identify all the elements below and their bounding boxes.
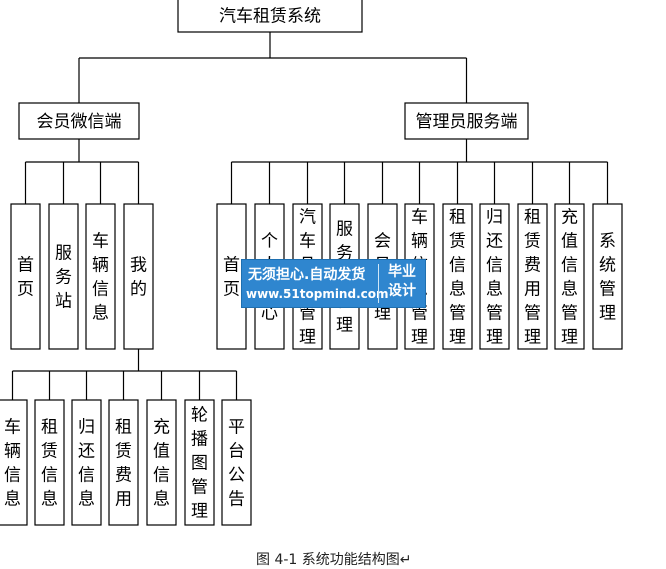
admin-item-9: 充值信息管理 xyxy=(554,203,585,350)
my-item-4: 充值信息 xyxy=(146,399,177,526)
my-item-4-box xyxy=(146,399,177,526)
member-item-1-box xyxy=(48,203,79,350)
admin-item-10: 系统管理 xyxy=(592,203,623,350)
member-branch-node-box xyxy=(18,102,140,140)
member-item-0: 首页 xyxy=(10,203,41,350)
watermark-slogan: 无须担心.自动发货 xyxy=(248,267,366,283)
my-item-3-box xyxy=(108,399,139,526)
admin-item-0-label: 首页 xyxy=(223,256,240,300)
admin-branch-node: 管理员服务端 xyxy=(404,102,529,140)
my-item-0-label: 车辆信息 xyxy=(4,418,21,510)
my-item-2-label: 归还信息 xyxy=(78,418,95,510)
root-node-label: 汽车租赁系统 xyxy=(219,7,321,27)
watermark-badge: 毕业设计 xyxy=(388,264,416,299)
admin-item-7: 归还信息管理 xyxy=(479,203,510,350)
admin-item-6-label: 租赁信息管理 xyxy=(449,208,466,348)
my-item-1-box xyxy=(34,399,65,526)
my-item-5-label: 轮播图管理 xyxy=(191,406,208,522)
member-branch-node-label: 会员微信端 xyxy=(37,112,122,132)
my-item-1: 租赁信息 xyxy=(34,399,65,526)
root-node-box xyxy=(177,0,363,33)
admin-item-8: 租赁费用管理 xyxy=(517,203,548,350)
my-item-1-label: 租赁信息 xyxy=(41,418,58,510)
admin-item-10-label: 系统管理 xyxy=(599,232,616,324)
my-item-0-box xyxy=(0,399,28,526)
my-item-5: 轮播图管理 xyxy=(184,399,215,526)
connector-lines xyxy=(11,32,609,400)
root-node: 汽车租赁系统 xyxy=(177,0,363,33)
member-item-3: 我的 xyxy=(123,203,154,350)
my-item-6-box xyxy=(221,399,252,526)
my-item-2: 归还信息 xyxy=(71,399,102,526)
admin-item-6-box xyxy=(442,203,473,350)
my-item-5-box xyxy=(184,399,215,526)
watermark-divider xyxy=(378,264,379,303)
member-item-0-label: 首页 xyxy=(17,256,34,300)
member-item-3-box xyxy=(123,203,154,350)
member-branch-node: 会员微信端 xyxy=(18,102,140,140)
my-item-2-box xyxy=(71,399,102,526)
member-item-3-label: 我的 xyxy=(130,256,147,300)
my-item-3-label: 租赁费用 xyxy=(115,418,132,510)
member-item-2-label: 车辆信息 xyxy=(92,232,109,324)
admin-item-7-label: 归还信息管理 xyxy=(486,208,503,348)
my-item-6: 平台公告 xyxy=(221,399,252,526)
admin-item-10-box xyxy=(592,203,623,350)
member-item-1-label: 服务站 xyxy=(55,244,72,312)
my-item-4-label: 充值信息 xyxy=(153,418,170,510)
admin-item-6: 租赁信息管理 xyxy=(442,203,473,350)
member-item-2-box xyxy=(85,203,116,350)
my-item-3: 租赁费用 xyxy=(108,399,139,526)
admin-item-7-box xyxy=(479,203,510,350)
admin-item-0: 首页 xyxy=(216,203,247,350)
admin-branch-node-box xyxy=(404,102,529,140)
admin-item-9-box xyxy=(554,203,585,350)
admin-branch-node-label: 管理员服务端 xyxy=(416,112,518,132)
watermark-banner: 无须担心.自动发货 www.51topmind.com 毕业设计 xyxy=(241,259,426,308)
member-item-0-box xyxy=(10,203,41,350)
my-item-0: 车辆信息 xyxy=(0,399,28,526)
admin-item-9-label: 充值信息管理 xyxy=(561,208,578,348)
admin-item-8-box xyxy=(517,203,548,350)
watermark-url: www.51topmind.com xyxy=(246,287,389,301)
admin-item-8-label: 租赁费用管理 xyxy=(524,208,541,348)
my-item-6-label: 平台公告 xyxy=(228,418,245,510)
member-item-2: 车辆信息 xyxy=(85,203,116,350)
member-item-1: 服务站 xyxy=(48,203,79,350)
figure-caption: 图 4-1 系统功能结构图↵ xyxy=(256,552,412,568)
